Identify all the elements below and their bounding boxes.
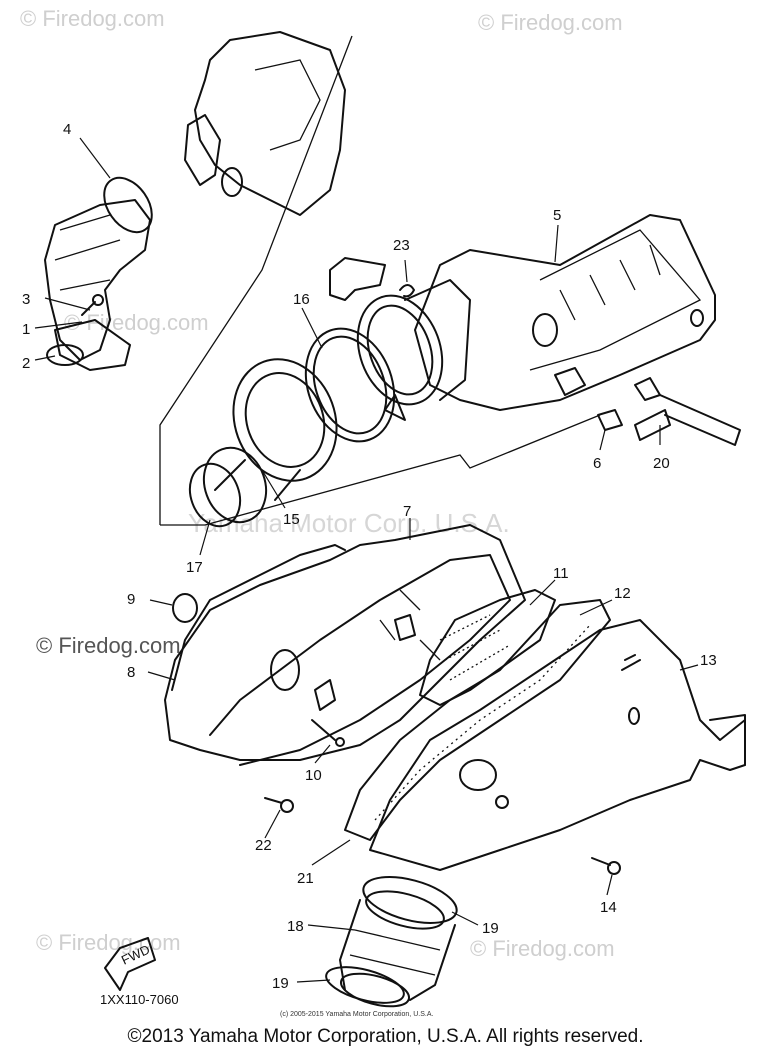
intake-duct [329,257,471,406]
leader-lines [34,137,699,983]
hose-16-15 [188,327,406,528]
callout-22: 22 [255,837,272,854]
parts-6-20 [597,377,741,446]
callout-23: 23 [393,237,410,254]
diagram-code: 1XX110-7060 [100,992,179,1007]
callout-13: 13 [700,652,717,669]
callout-20: 20 [653,455,670,472]
watermark-bottom-left: © Firedog.com [36,930,181,955]
callout-9: 9 [127,591,135,608]
filter-element-11 [419,589,556,706]
intake-joint [44,176,153,371]
watermark-top-left: © Firedog.com [20,6,165,31]
callout-10: 10 [305,767,322,784]
callout-5: 5 [553,207,561,224]
copyright-notice: ©2013 Yamaha Motor Corporation, U.S.A. A… [127,1026,644,1047]
carburetor-outline [184,31,346,216]
callout-2: 2 [22,355,30,372]
callout-7: 7 [403,503,411,520]
screws [264,719,621,875]
watermark-top-right: © Firedog.com [478,10,623,35]
clip-23 [399,284,415,298]
callout-12: 12 [614,585,631,602]
callout-4: 4 [63,121,71,138]
ring-19-lower [325,966,405,1004]
callout-21: 21 [297,870,314,887]
joint-18 [339,876,458,1008]
callout-18: 18 [287,918,304,935]
cover-13 [369,619,746,871]
callout-14: 14 [600,899,617,916]
callout-19-upper: 19 [482,920,499,937]
callout-17: 17 [186,559,203,576]
assembly-boundary [159,35,353,525]
o-ring-9 [172,593,198,623]
callout-11: 11 [553,565,569,582]
assembly-boundary-right [160,414,601,526]
watermark-mid-left: © Firedog.com [36,633,181,658]
callout-3: 3 [22,291,30,308]
filter-12 [344,599,611,841]
watermark-bottom-right: © Firedog.com [470,936,615,961]
gasket-8 [171,544,346,691]
bolt-3 [81,294,104,316]
callout-8: 8 [127,664,135,681]
callout-15: 15 [283,511,300,528]
small-notice: (c) 2005-2015 Yamaha Motor Corporation, … [280,1011,433,1018]
callout-1: 1 [22,321,30,338]
air-cleaner-case-7 [164,524,526,766]
callout-19-lower: 19 [272,975,289,992]
callout-16: 16 [293,291,310,308]
air-cleaner-case-5 [414,214,716,411]
callout-6: 6 [593,455,601,472]
